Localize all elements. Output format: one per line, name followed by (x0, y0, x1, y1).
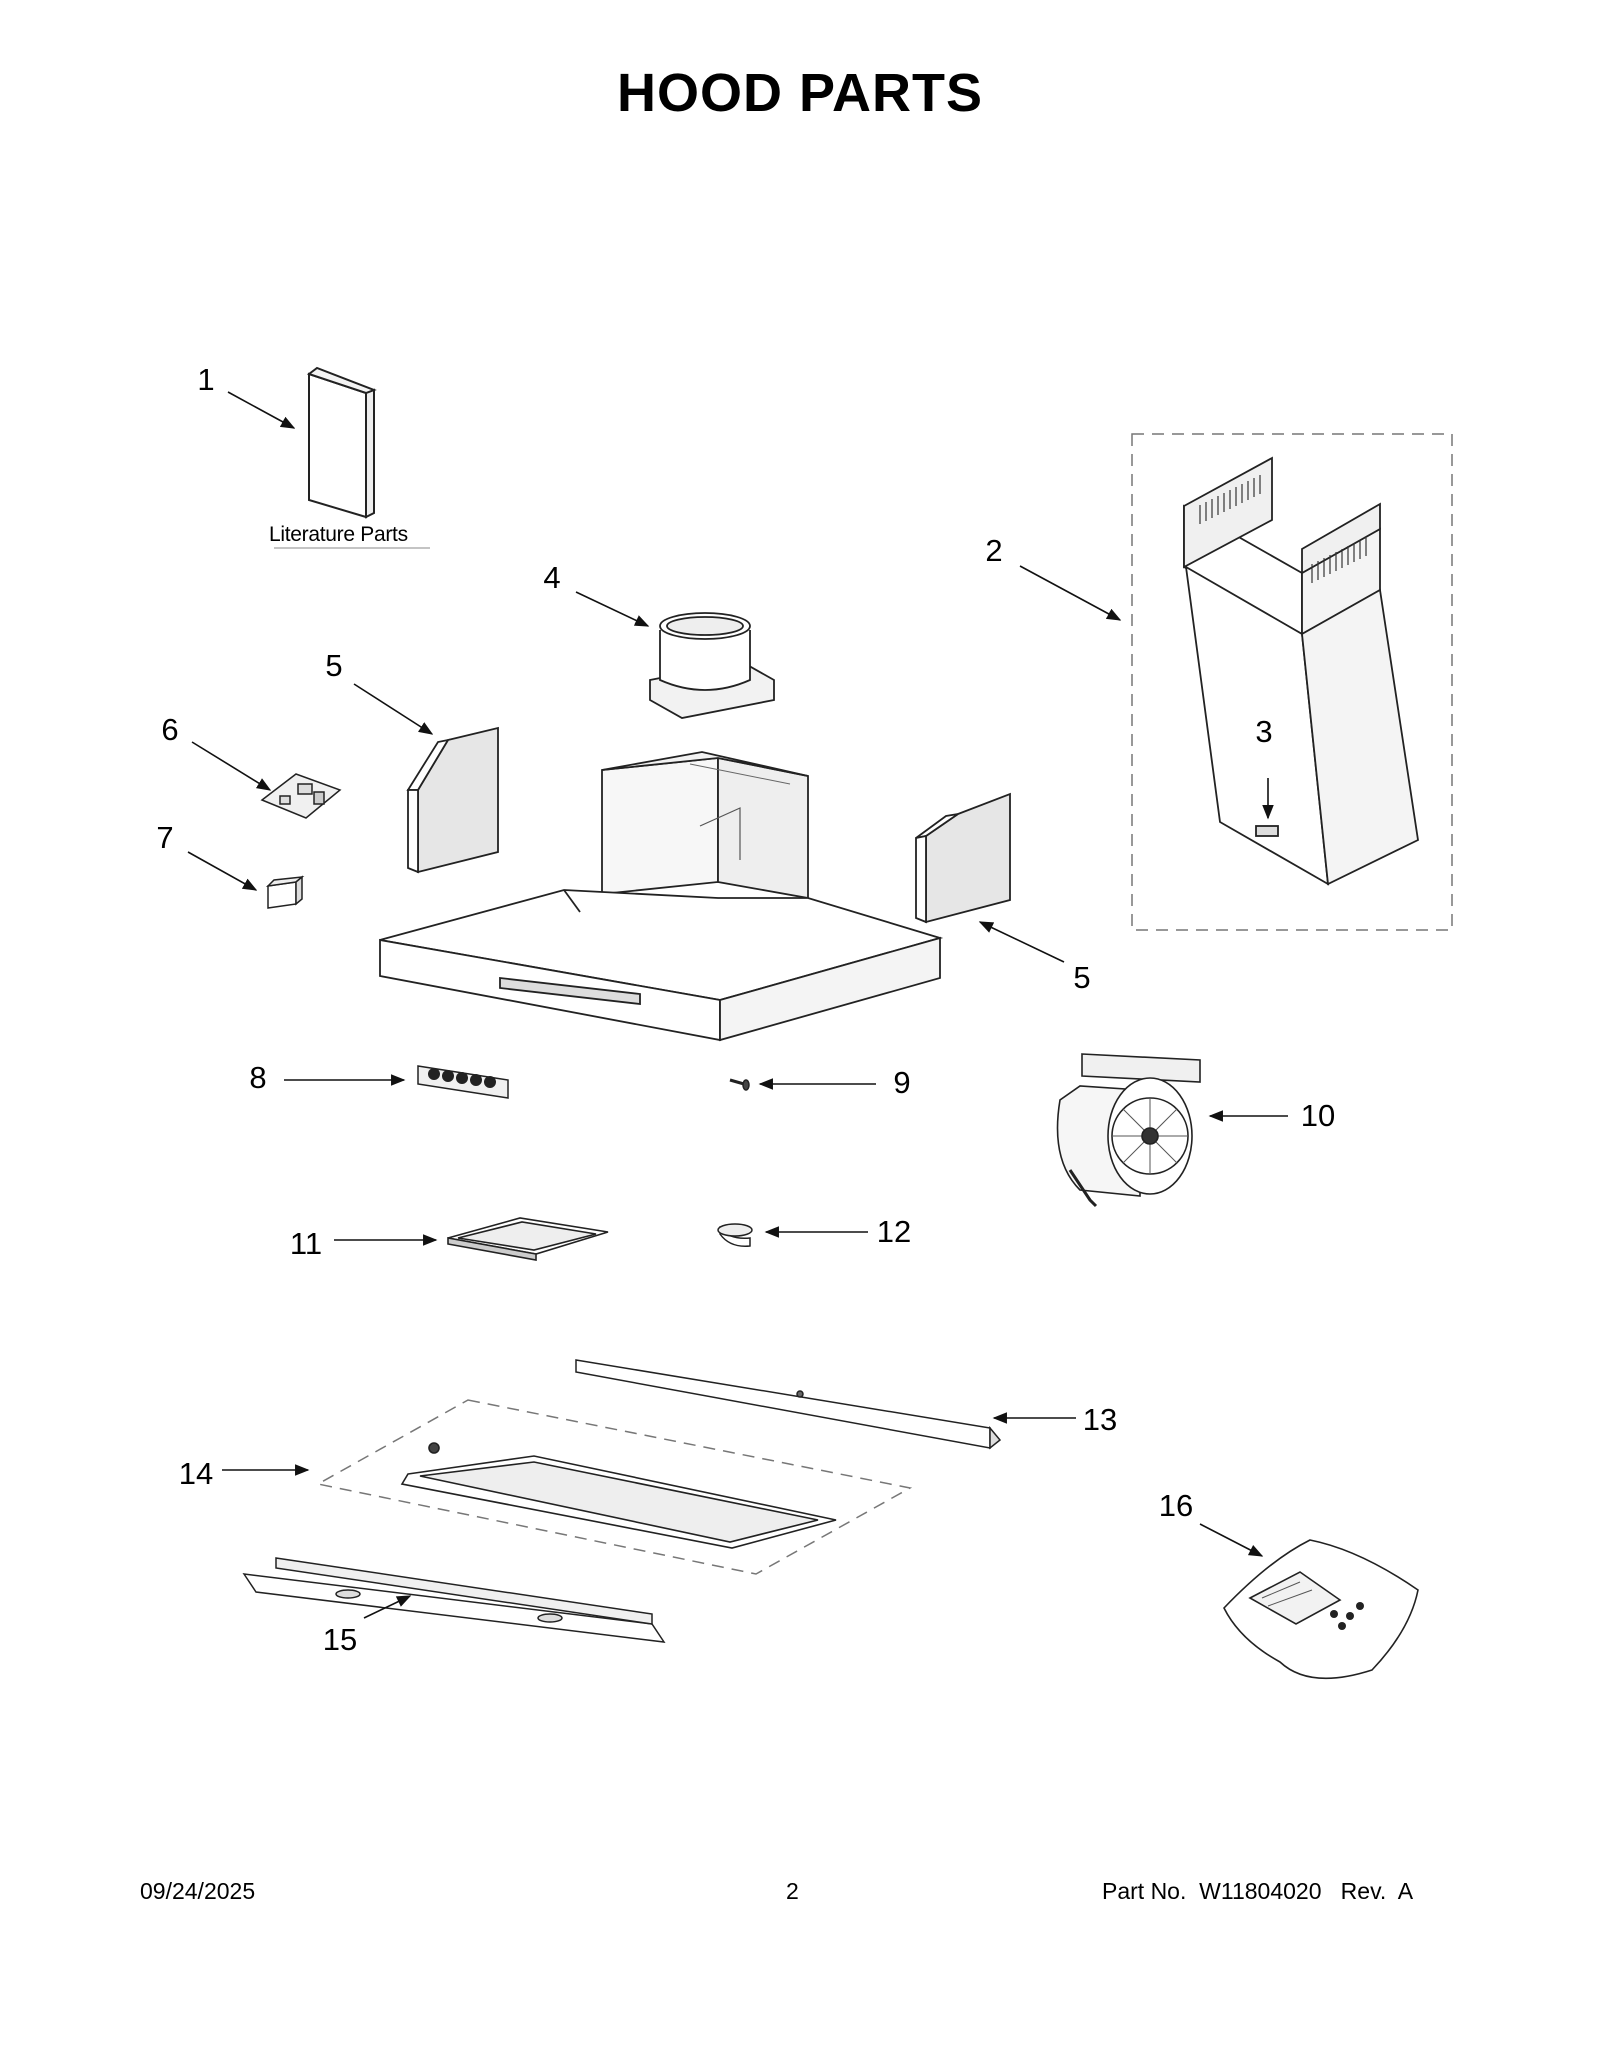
callout-number: 1 (197, 362, 215, 397)
charcoal-filter-left-drawing (406, 726, 499, 874)
charcoal-filter-right-drawing (915, 792, 1011, 924)
lower-frame-group-box (315, 1399, 913, 1575)
callout-number: 5 (325, 648, 343, 683)
rev-label: Rev. (1340, 1878, 1387, 1904)
callout-number: 10 (1300, 1098, 1336, 1133)
callout-number: 16 (1158, 1488, 1194, 1523)
chimney-group-box (1131, 433, 1453, 931)
arrow-7 (187, 851, 258, 891)
screw-drawing (729, 1078, 750, 1091)
footer-date: 09/24/2025 (140, 1878, 256, 1904)
callout-number: 9 (893, 1065, 911, 1100)
callout-number: 13 (1082, 1402, 1118, 1437)
hood-body-drawing (379, 751, 944, 1042)
duct-connector-drawing (649, 612, 775, 719)
callout-number: 11 (289, 1226, 323, 1261)
title-word: HOOD (616, 63, 783, 123)
lower-frame-drawing (400, 1442, 837, 1549)
arrow-15 (363, 1595, 412, 1619)
footer-page-number: 2 (786, 1878, 799, 1904)
callout-number: 6 (161, 712, 179, 747)
rev-value: A (1397, 1878, 1414, 1904)
arrow-5a (353, 683, 434, 735)
callout-number: 2 (985, 533, 1003, 568)
callout-arrows (187, 391, 1288, 1619)
arrow-16 (1199, 1523, 1264, 1557)
chimney-cover-drawing (1183, 456, 1419, 886)
callout-number: 8 (249, 1060, 267, 1095)
callout-number: 12 (876, 1214, 912, 1249)
arrow-6 (191, 741, 272, 791)
blower-motor-drawing (1056, 1053, 1201, 1208)
literature-parts-drawing (306, 366, 377, 519)
rear-bracket-drawing (242, 1557, 666, 1643)
grease-filter-drawing (447, 1217, 609, 1261)
callout-number: 3 (1255, 714, 1273, 749)
front-trim-drawing (575, 1359, 1002, 1450)
led-light-drawing (717, 1223, 753, 1247)
arrow-2 (1019, 565, 1122, 621)
literature-parts-label: Literature Parts (269, 523, 408, 546)
control-board-drawing (260, 773, 342, 819)
capacitor-drawing (265, 875, 305, 909)
callout-number: 4 (543, 560, 561, 595)
part-label: Part No. (1102, 1878, 1187, 1904)
title-word: PARTS (798, 63, 983, 123)
switch-panel-drawing (417, 1065, 509, 1099)
footer-part-info: Part No. W11804020 Rev. A (1102, 1878, 1413, 1905)
arrow-4 (575, 591, 650, 627)
part-number: W11804020 (1199, 1878, 1322, 1904)
callout-number: 15 (322, 1622, 358, 1657)
callout-number: 5 (1073, 960, 1091, 995)
arrow-1 (227, 391, 296, 429)
callout-number: 7 (156, 820, 174, 855)
hardware-bag-drawing (1223, 1539, 1419, 1680)
arrow-5b (978, 921, 1065, 963)
callout-number: 14 (178, 1456, 214, 1491)
